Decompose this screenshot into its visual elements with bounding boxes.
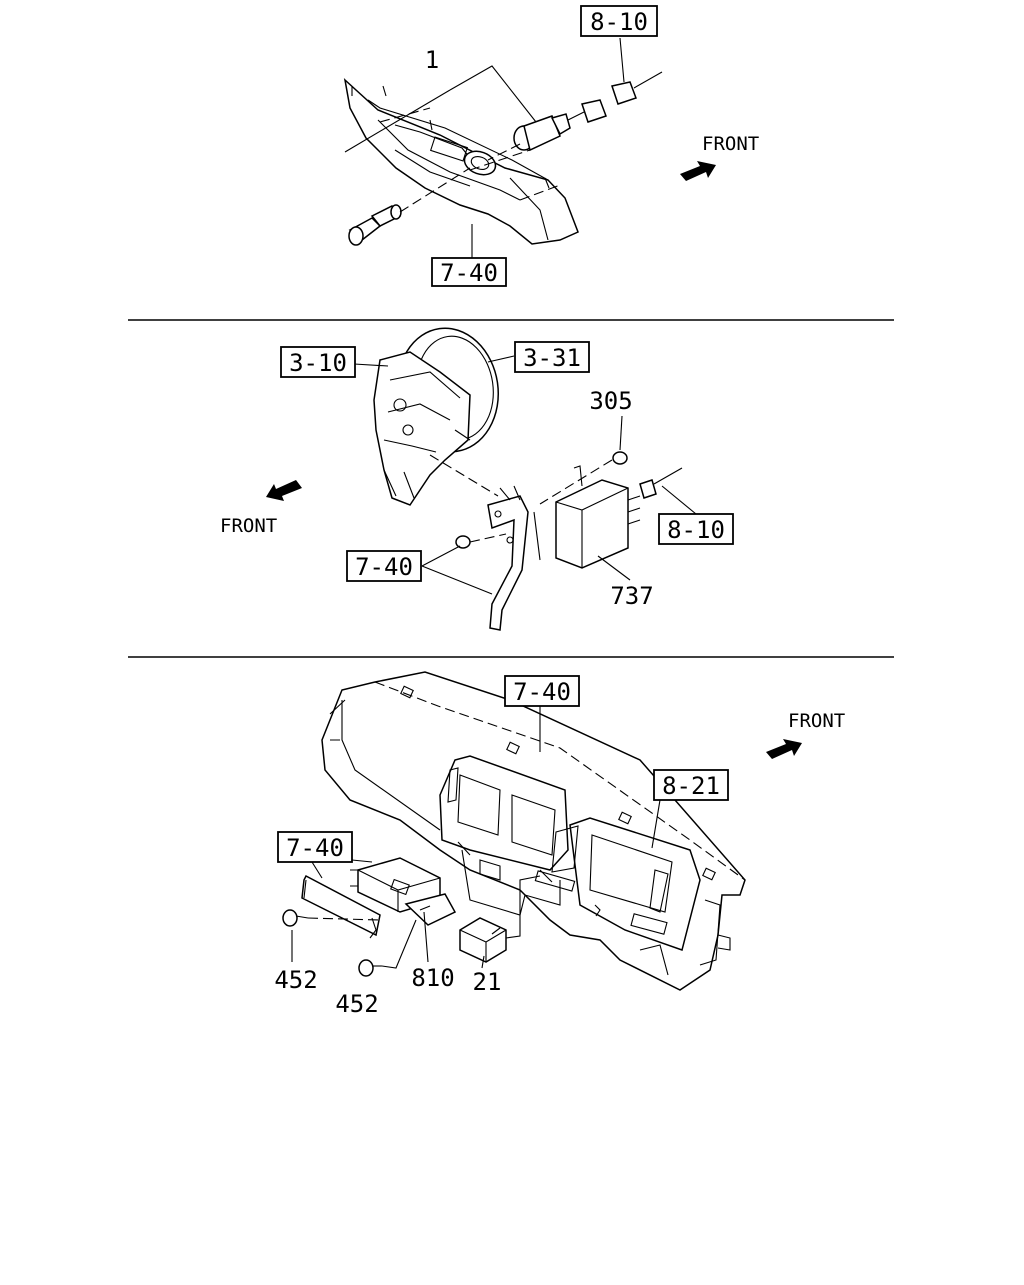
leader-810: [423, 911, 429, 963]
callout-3-31: 3-31: [514, 341, 590, 373]
callout-8-10-b: 8-10: [658, 513, 734, 545]
svg-text:3-10: 3-10: [289, 349, 347, 377]
leader-3-10: [353, 363, 389, 367]
leader-737: [597, 555, 631, 581]
leader-8-10-b: [661, 485, 697, 515]
svg-text:8-10: 8-10: [667, 516, 725, 544]
callout-7-40-c: 7-40: [504, 675, 580, 707]
svg-text:7-40: 7-40: [513, 678, 571, 706]
callout-452-a: 452: [274, 966, 317, 994]
screw-b-part: [358, 919, 417, 977]
bracket-part: [455, 485, 541, 631]
front-indicator-2: FRONT: [220, 480, 302, 537]
svg-text:452: 452: [274, 966, 317, 994]
leader-21-wire: [505, 875, 541, 939]
callout-7-40-a: 7-40: [431, 257, 507, 287]
front-indicator-1: FRONT: [680, 133, 759, 181]
svg-text:3-31: 3-31: [523, 344, 581, 372]
svg-text:7-40: 7-40: [440, 259, 498, 287]
callout-7-40-b: 7-40: [346, 550, 422, 582]
leader-7-40-d: [311, 859, 373, 879]
svg-text:810: 810: [411, 964, 454, 992]
svg-text:1: 1: [425, 46, 439, 74]
svg-text:7-40: 7-40: [355, 553, 413, 581]
callout-21: 21: [473, 968, 502, 996]
svg-text:8-21: 8-21: [662, 772, 720, 800]
leader-7-40-b: [421, 545, 493, 595]
svg-text:FRONT: FRONT: [702, 133, 759, 155]
svg-text:737: 737: [610, 582, 653, 610]
callout-1: 1: [425, 46, 439, 74]
control-unit-part: [539, 451, 683, 569]
leader-8-21: [651, 799, 661, 849]
callout-305: 305: [589, 387, 632, 415]
section-instrument-panel: 7-40 8-21 7-40 452 452 810 21 FRONT: [274, 671, 845, 1018]
knob-part: [348, 167, 471, 246]
plate-bracket-part: [301, 874, 381, 939]
front-indicator-3: FRONT: [766, 710, 845, 759]
svg-text:8-10: 8-10: [590, 8, 648, 36]
svg-text:FRONT: FRONT: [220, 515, 277, 537]
leader-8-10-a: [619, 37, 625, 83]
callout-452-b: 452: [335, 990, 378, 1018]
front-arrow-icon: [680, 161, 716, 181]
screw-a-part: [282, 909, 381, 927]
front-arrow-icon: [266, 480, 302, 501]
svg-text:21: 21: [473, 968, 502, 996]
section-switch-panel: 8-10 1 7-40 FRONT: [343, 5, 759, 287]
leader-3-31: [487, 355, 515, 363]
callout-7-40-d: 7-40: [277, 831, 353, 863]
module-810-part: [350, 857, 457, 926]
dashboard-drawing: [321, 671, 746, 991]
svg-text:FRONT: FRONT: [788, 710, 845, 732]
switch-panel-drawing: [343, 77, 579, 245]
leader-305: [619, 415, 623, 451]
callout-8-10-a: 8-10: [580, 5, 658, 37]
section-pedal-module: 3-10 3-31 305 8-10 7-40 737 FRONT: [220, 327, 734, 631]
callout-8-21: 8-21: [653, 769, 729, 801]
callout-3-10: 3-10: [280, 346, 356, 378]
relay-part: [459, 917, 507, 963]
switch-part: [487, 99, 607, 161]
leader-1-a: [344, 89, 451, 153]
svg-text:7-40: 7-40: [286, 834, 344, 862]
callout-737: 737: [610, 582, 653, 610]
leader-1-b: [449, 65, 537, 123]
connector-part: [611, 71, 663, 105]
svg-text:305: 305: [589, 387, 632, 415]
pedal-assembly-drawing: [373, 327, 500, 506]
callout-810: 810: [411, 964, 454, 992]
svg-text:452: 452: [335, 990, 378, 1018]
leader-21: [481, 955, 485, 969]
front-arrow-icon: [766, 739, 802, 759]
